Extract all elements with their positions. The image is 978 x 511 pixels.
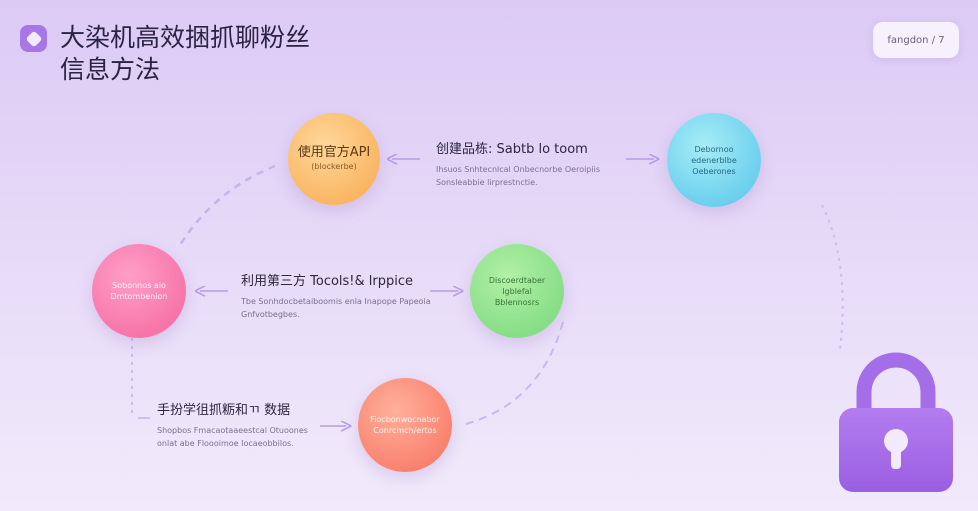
node-pink: Sobonnos aio Dmtombenion [92,244,186,338]
step1-label: 创建品栋: Sabtb lo toom Ihsuos Snhtecnlcal O… [436,142,601,187]
node-official-api: 使用官方API (blockerbe) [288,113,380,205]
page-title: 大染机高效捆抓聊粉丝信息方法 [60,23,311,84]
step2-label: 利用第三方 Tocols!& lrppice Tbe Sonhdocbetaib… [241,274,431,319]
node-coral: Fiocbonwocnabor Conrcmch/ertos [358,378,452,472]
logo-icon [20,25,47,52]
step3-label: 手扮学徂抓粝和ㄲ 数据 Shopbos Fmacaotaaeestcal Otu… [157,403,308,448]
connector-n2-lock [821,204,844,351]
lock-icon [839,352,953,492]
top-right-chip[interactable]: fangdon / 7 [873,22,959,58]
connector-n4-n5 [461,321,564,426]
node-green: Discoerdtaber Igblefal Bblennosrs [470,244,564,338]
node-cyan: Debornoo edenerblbe Oeberones [667,113,761,207]
connector-n1-n3 [178,164,276,246]
